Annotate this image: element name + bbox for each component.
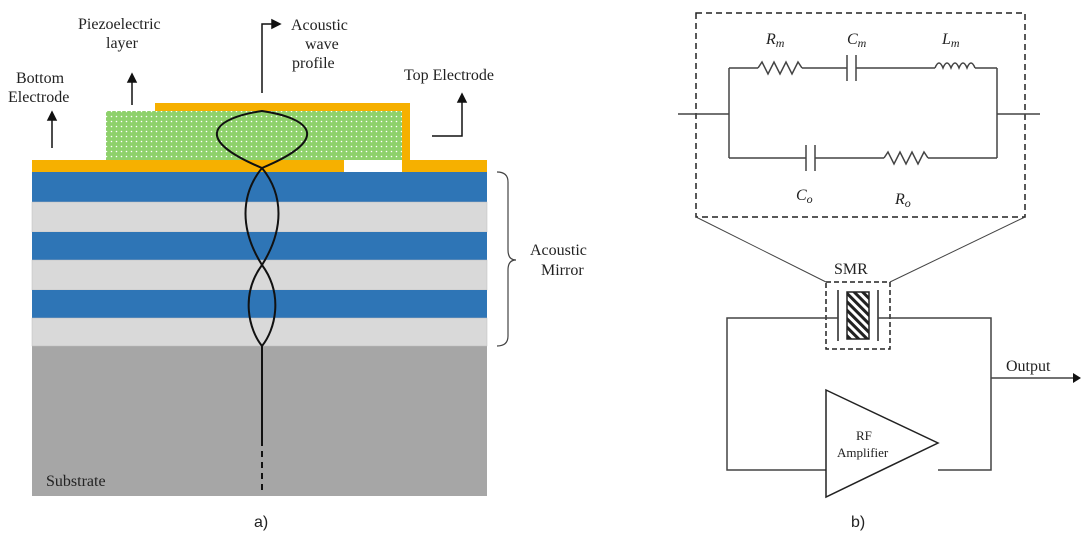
label-arrows <box>46 18 468 148</box>
co-label: Co <box>796 187 813 206</box>
piezo-label-line1: Piezoelectric <box>78 16 161 33</box>
wave-label-line2: wave <box>305 36 339 53</box>
amp-label-line2: Amplifier <box>837 445 889 460</box>
smr-hatched-element <box>846 291 870 340</box>
mirror-label-line1: Acoustic <box>530 242 587 259</box>
bottom-electrode-label-line2: Electrode <box>8 89 69 106</box>
wave-label-line1: Acoustic <box>291 17 348 34</box>
mirror-layer-light-1 <box>31 201 488 233</box>
mirror-layer-dark-1 <box>32 172 487 202</box>
panel-a-caption: a) <box>254 514 268 531</box>
mirror-brace <box>496 171 517 347</box>
cm-label: Cm <box>847 31 867 50</box>
resistor-ro <box>883 150 929 166</box>
rf-amplifier <box>825 388 940 499</box>
smr-label: SMR <box>834 261 868 278</box>
mirror-layer-dark-3 <box>32 290 487 318</box>
wave-label-line3: profile <box>292 55 335 72</box>
smr-dashed-box <box>825 281 891 350</box>
bottom-electrode <box>32 160 344 172</box>
amp-label-line1: RF <box>856 428 872 443</box>
panel-b-caption: b) <box>851 514 865 531</box>
substrate-layer <box>32 346 487 496</box>
panel-a-cross-section: Bottom Electrode Piezoelectric layer Aco… <box>8 16 587 531</box>
bvd-circuit <box>678 55 1040 171</box>
rm-label: Rm <box>765 31 785 50</box>
lm-label: Lm <box>941 31 960 50</box>
piezoelectric-layer <box>106 111 402 160</box>
ro-label: Ro <box>894 191 911 210</box>
top-electrode <box>155 103 487 172</box>
equivalent-circuit-box <box>695 12 1026 218</box>
mirror-layer-dark-2 <box>32 232 487 260</box>
oscillator-loop <box>726 317 1074 471</box>
resistor-rm <box>757 60 803 76</box>
zoom-line-right <box>889 216 1026 283</box>
zoom-line-left <box>695 216 827 283</box>
substrate-label: Substrate <box>46 473 106 490</box>
piezo-label-line2: layer <box>106 35 139 52</box>
mirror-label-line2: Mirror <box>541 262 584 279</box>
inductor-lm <box>934 62 976 71</box>
output-arrow <box>1073 373 1081 383</box>
acoustic-wave-profile <box>215 109 309 494</box>
output-label: Output <box>1006 358 1051 375</box>
mirror-layer-light-2 <box>31 259 488 291</box>
top-electrode-label: Top Electrode <box>404 67 494 84</box>
panel-b-circuit: Rm Cm Lm Co Ro SMR Output RF Amplifier b… <box>678 12 1081 531</box>
bottom-electrode-label-line1: Bottom <box>16 70 65 87</box>
